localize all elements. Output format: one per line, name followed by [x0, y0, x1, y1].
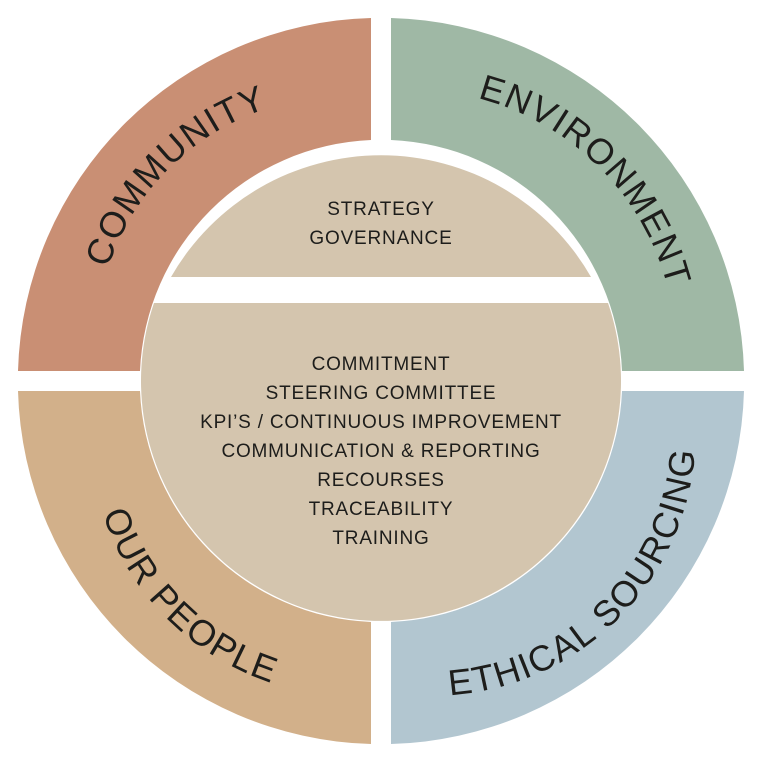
environment-segment	[391, 18, 744, 371]
core-bottom-line: TRACEABILITY	[309, 499, 454, 520]
core-bottom-line: COMMUNICATION & REPORTING	[221, 441, 540, 462]
core-bottom-line: KPI’S / CONTINUOUS IMPROVEMENT	[200, 412, 562, 433]
our-people-segment	[18, 391, 371, 744]
community-segment	[18, 18, 371, 371]
core-bottom-line: COMMITMENT	[312, 354, 451, 375]
core-bottom-line: STEERING COMMITTEE	[266, 383, 497, 404]
core-bottom-segment	[141, 303, 621, 621]
ethical-sourcing-segment	[391, 391, 744, 744]
core-bottom-line: TRAINING	[332, 528, 429, 549]
core-top-line: STRATEGY	[327, 199, 434, 220]
core-top-line: GOVERNANCE	[309, 228, 452, 249]
core-bottom-line: RECOURSES	[317, 470, 445, 491]
core-top-segment	[171, 155, 591, 277]
